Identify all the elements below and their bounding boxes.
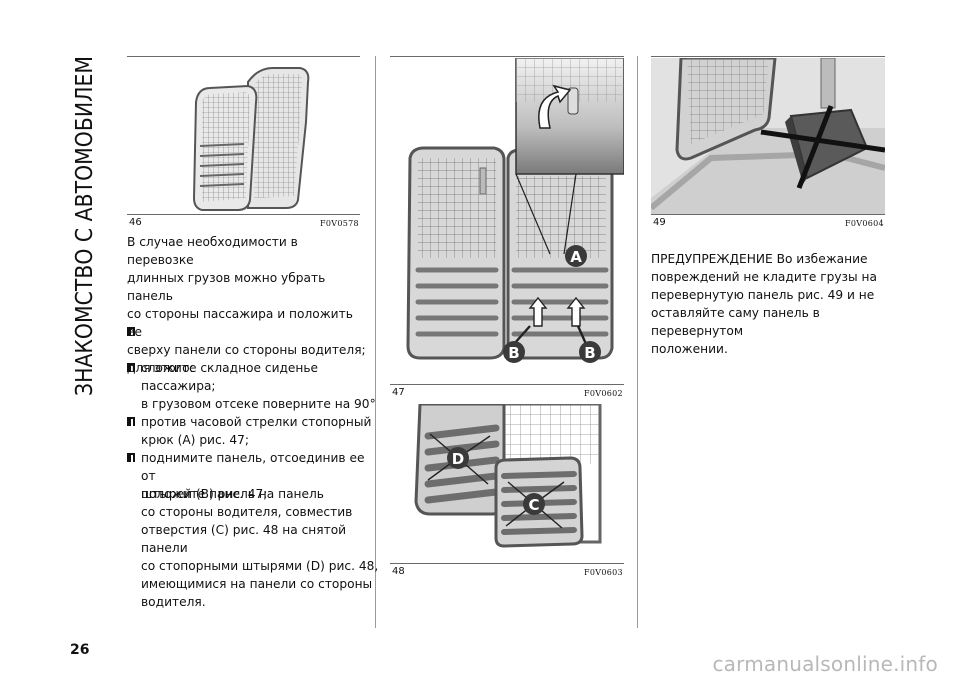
warning-paragraph: ПРЕДУПРЕЖДЕНИЕ Во избежание повреждений … bbox=[651, 250, 891, 358]
step-item: положите панель на панель со стороны вод… bbox=[127, 449, 381, 611]
warning-label: ПРЕДУПРЕЖДЕНИЕ bbox=[651, 252, 773, 266]
figure-caption-rule bbox=[390, 563, 624, 564]
figure-46-number: 46 bbox=[129, 217, 142, 228]
figure-46-image bbox=[188, 62, 318, 212]
callout-b-left: B bbox=[503, 341, 525, 363]
intro-paragraph: В случае необходимости в перевозке длинн… bbox=[127, 235, 366, 375]
figure-46-code: F0V0578 bbox=[320, 219, 359, 228]
callout-b-label: B bbox=[584, 344, 595, 362]
checkbox-bullet-icon bbox=[127, 327, 135, 336]
figure-top-rule bbox=[127, 56, 360, 57]
callout-b-label: B bbox=[508, 344, 519, 362]
step-text: сложите складное сиденье пассажира; bbox=[141, 361, 319, 393]
step-text: в грузовом отсеке поверните на 90° проти… bbox=[141, 397, 376, 447]
step-text: положите панель на панель со стороны вод… bbox=[141, 487, 379, 609]
checkbox-bullet-icon bbox=[127, 453, 135, 462]
figure-49-number: 49 bbox=[653, 217, 666, 228]
callout-a-label: A bbox=[570, 248, 582, 266]
checkbox-bullet-icon bbox=[127, 363, 135, 372]
figure-47-image: A B B bbox=[390, 58, 624, 380]
figure-top-rule bbox=[390, 56, 624, 57]
callout-d: D bbox=[447, 447, 469, 469]
watermark: carmanualsonline.info bbox=[712, 652, 938, 676]
figure-caption-rule bbox=[127, 214, 360, 215]
figure-47-code: F0V0602 bbox=[584, 389, 623, 398]
chapter-side-title: ЗНАКОМСТВО С АВТОМОБИЛЕМ bbox=[64, 46, 104, 396]
figure-49-code: F0V0604 bbox=[845, 219, 884, 228]
callout-a: A bbox=[565, 245, 587, 267]
figure-49-image bbox=[651, 58, 885, 214]
step-text: поднимите панель, отсоединив ее от штыре… bbox=[141, 451, 365, 501]
prohibited-cross-icon bbox=[760, 105, 885, 189]
figure-48-number: 48 bbox=[392, 566, 405, 577]
callout-d-label: D bbox=[452, 450, 464, 468]
figure-caption-rule bbox=[390, 384, 624, 385]
callout-c: C bbox=[523, 493, 545, 515]
figure-48-code: F0V0603 bbox=[584, 568, 623, 577]
step-item: сложите складное сиденье пассажира; bbox=[127, 323, 381, 395]
column-divider bbox=[637, 56, 638, 628]
chapter-title-text: ЗНАКОМСТВО С АВТОМОБИЛЕМ bbox=[72, 56, 98, 396]
step-item: поднимите панель, отсоединив ее от штыре… bbox=[127, 413, 381, 503]
callout-c-label: C bbox=[528, 496, 539, 514]
figure-top-rule bbox=[651, 56, 885, 57]
step-item: в грузовом отсеке поверните на 90° проти… bbox=[127, 359, 381, 449]
page-number: 26 bbox=[70, 642, 90, 658]
callout-b-right: B bbox=[579, 341, 601, 363]
figure-caption-rule bbox=[651, 214, 885, 215]
checkbox-bullet-icon bbox=[127, 417, 135, 426]
figure-47-number: 47 bbox=[392, 387, 405, 398]
column-divider bbox=[375, 56, 376, 628]
figure-48-image: D C bbox=[400, 404, 614, 554]
warning-text: Во избежание повреждений не кладите груз… bbox=[651, 252, 877, 356]
